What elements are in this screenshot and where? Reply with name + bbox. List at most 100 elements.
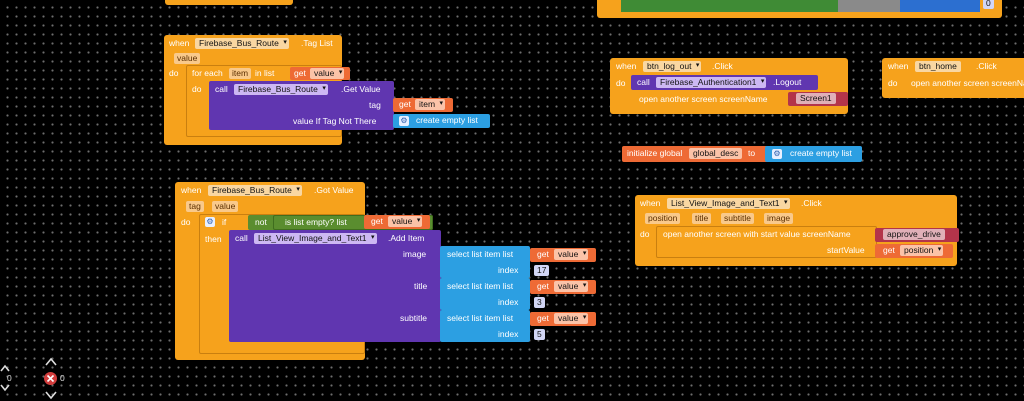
blue-bar bbox=[900, 0, 980, 12]
get-label: get bbox=[294, 68, 306, 78]
start-value-label: startValue bbox=[827, 245, 865, 255]
do-label: do bbox=[640, 229, 650, 239]
call-component-dropdown[interactable]: Firebase_Authentication1 bbox=[656, 77, 767, 88]
get-value-image[interactable]: get value bbox=[530, 248, 596, 262]
call-logout-block[interactable]: call Firebase_Authentication1 .Logout bbox=[631, 75, 818, 90]
param-value[interactable]: value bbox=[212, 201, 239, 212]
init-label: initialize global bbox=[627, 148, 683, 158]
select-label: select list item list bbox=[447, 249, 514, 259]
param-value[interactable]: value bbox=[174, 53, 201, 64]
index-label: index bbox=[498, 297, 519, 307]
when-label: when bbox=[640, 198, 661, 208]
event-label: .Click bbox=[801, 198, 822, 208]
select-list-item-subtitle[interactable]: select list item list index bbox=[440, 310, 530, 342]
chevron-up-down-icon[interactable] bbox=[0, 363, 10, 393]
approve-drive-text-block[interactable]: approve_drive bbox=[875, 228, 959, 242]
get-value-title[interactable]: get value bbox=[530, 280, 596, 294]
counter-right: 0 bbox=[60, 373, 65, 383]
call-component-dropdown[interactable]: Firebase_Bus_Route bbox=[234, 84, 328, 95]
component-dropdown[interactable]: Firebase_Bus_Route bbox=[208, 185, 302, 196]
gear-icon[interactable]: ⚙ bbox=[399, 116, 409, 126]
value-dropdown[interactable]: value bbox=[554, 281, 589, 292]
param-position[interactable]: position bbox=[645, 213, 681, 224]
do-label: do bbox=[888, 78, 898, 88]
component-dropdown[interactable]: List_View_Image_and_Text1 bbox=[667, 198, 790, 209]
when-label: when bbox=[181, 185, 202, 195]
param-title[interactable]: title bbox=[692, 213, 712, 224]
global-name[interactable]: global_desc bbox=[689, 148, 743, 159]
event-label: .Click bbox=[712, 61, 733, 71]
top-left-block-fragment[interactable] bbox=[165, 0, 293, 5]
get-value-subtitle[interactable]: get value bbox=[530, 312, 596, 326]
call-label: call bbox=[637, 77, 650, 87]
for-each-label: for each bbox=[192, 68, 223, 78]
param-tag[interactable]: tag bbox=[186, 201, 204, 212]
inner-do-label: do bbox=[192, 84, 202, 94]
vitnt-label: value If Tag Not There bbox=[293, 116, 377, 126]
value-dropdown[interactable]: value bbox=[554, 249, 589, 260]
call-add-item-block[interactable]: call List_View_Image_and_Text1 .Add Item… bbox=[229, 230, 441, 342]
top-right-block-fragment[interactable]: 0 bbox=[597, 0, 1002, 18]
in-list-label: in list bbox=[255, 68, 275, 78]
gear-icon[interactable]: ⚙ bbox=[772, 149, 782, 159]
top-count[interactable]: 0 bbox=[983, 0, 994, 9]
if-label: if bbox=[222, 217, 227, 227]
get-label: get bbox=[537, 249, 549, 259]
index-17[interactable]: 17 bbox=[534, 265, 550, 276]
select-list-item-image[interactable]: select list item list index bbox=[440, 246, 530, 278]
chevron-down-icon[interactable] bbox=[45, 390, 57, 400]
method-label: .Get Value bbox=[341, 84, 381, 94]
title-label: title bbox=[414, 281, 428, 291]
create-empty-list-block[interactable]: ⚙ create empty list bbox=[765, 146, 862, 162]
get-value-block[interactable]: get value bbox=[290, 67, 350, 80]
index-3[interactable]: 3 bbox=[534, 297, 545, 308]
screen-value[interactable]: approve_drive bbox=[883, 229, 945, 240]
empty-list-label: create empty list bbox=[416, 115, 478, 125]
when-label: when bbox=[616, 61, 637, 71]
is-empty-label: is list empty? list bbox=[285, 217, 347, 227]
call-component-dropdown[interactable]: List_View_Image_and_Text1 bbox=[254, 233, 377, 244]
get-label: get bbox=[537, 281, 549, 291]
initialize-global-block[interactable]: initialize global global_desc to bbox=[622, 146, 772, 162]
open-screen-start-value-block[interactable]: open another screen with start value scr… bbox=[656, 226, 877, 258]
get-item-block[interactable]: get item bbox=[393, 98, 453, 112]
get-var-dropdown[interactable]: value bbox=[310, 68, 345, 79]
create-empty-list-block[interactable]: ⚙ create empty list bbox=[393, 114, 490, 128]
get-label: get bbox=[883, 245, 895, 255]
component-dropdown[interactable]: btn_home bbox=[915, 61, 961, 72]
component-dropdown[interactable]: btn_log_out bbox=[643, 61, 702, 72]
event-label: .Click bbox=[976, 61, 997, 71]
do-label: do bbox=[616, 78, 626, 88]
when-label: when bbox=[169, 38, 190, 48]
open-screen-label: open another screen screenName bbox=[639, 94, 768, 104]
select-list-item-title[interactable]: select list item list index bbox=[440, 278, 530, 310]
get-value-block[interactable]: get value bbox=[364, 215, 430, 229]
event-label: .Tag List bbox=[301, 38, 333, 48]
get-position-block[interactable]: get position bbox=[875, 244, 953, 258]
green-bar bbox=[621, 0, 838, 12]
chevron-up-icon[interactable] bbox=[45, 357, 57, 367]
counter-left: 0 bbox=[7, 373, 12, 383]
item-dropdown[interactable]: item bbox=[415, 99, 446, 110]
component-dropdown[interactable]: Firebase_Bus_Route bbox=[195, 38, 289, 49]
index-5[interactable]: 5 bbox=[534, 329, 545, 340]
open-screen-label: open another screen screenName bbox=[911, 78, 1024, 88]
screen1-text-block[interactable]: Screen1 bbox=[788, 92, 848, 106]
open-label: open another screen with start value scr… bbox=[663, 229, 851, 239]
param-subtitle[interactable]: subtitle bbox=[721, 213, 754, 224]
gear-icon[interactable]: ⚙ bbox=[205, 217, 215, 227]
method-label: .Logout bbox=[773, 77, 802, 87]
call-get-value-block[interactable]: call Firebase_Bus_Route .Get Value tag v… bbox=[209, 81, 394, 130]
value-dropdown[interactable]: value bbox=[388, 216, 423, 227]
when-label: when bbox=[888, 61, 909, 71]
item-var[interactable]: item bbox=[229, 68, 252, 79]
param-image[interactable]: image bbox=[764, 213, 794, 224]
delete-icon[interactable] bbox=[43, 371, 58, 386]
subtitle-label: subtitle bbox=[400, 313, 427, 323]
position-dropdown[interactable]: position bbox=[900, 245, 944, 256]
image-label: image bbox=[403, 249, 427, 259]
to-label: to bbox=[748, 148, 756, 158]
when-home-click-block[interactable]: when btn_home .Click do open another scr… bbox=[882, 58, 1024, 98]
screen1-value[interactable]: Screen1 bbox=[796, 93, 836, 104]
value-dropdown[interactable]: value bbox=[554, 313, 589, 324]
